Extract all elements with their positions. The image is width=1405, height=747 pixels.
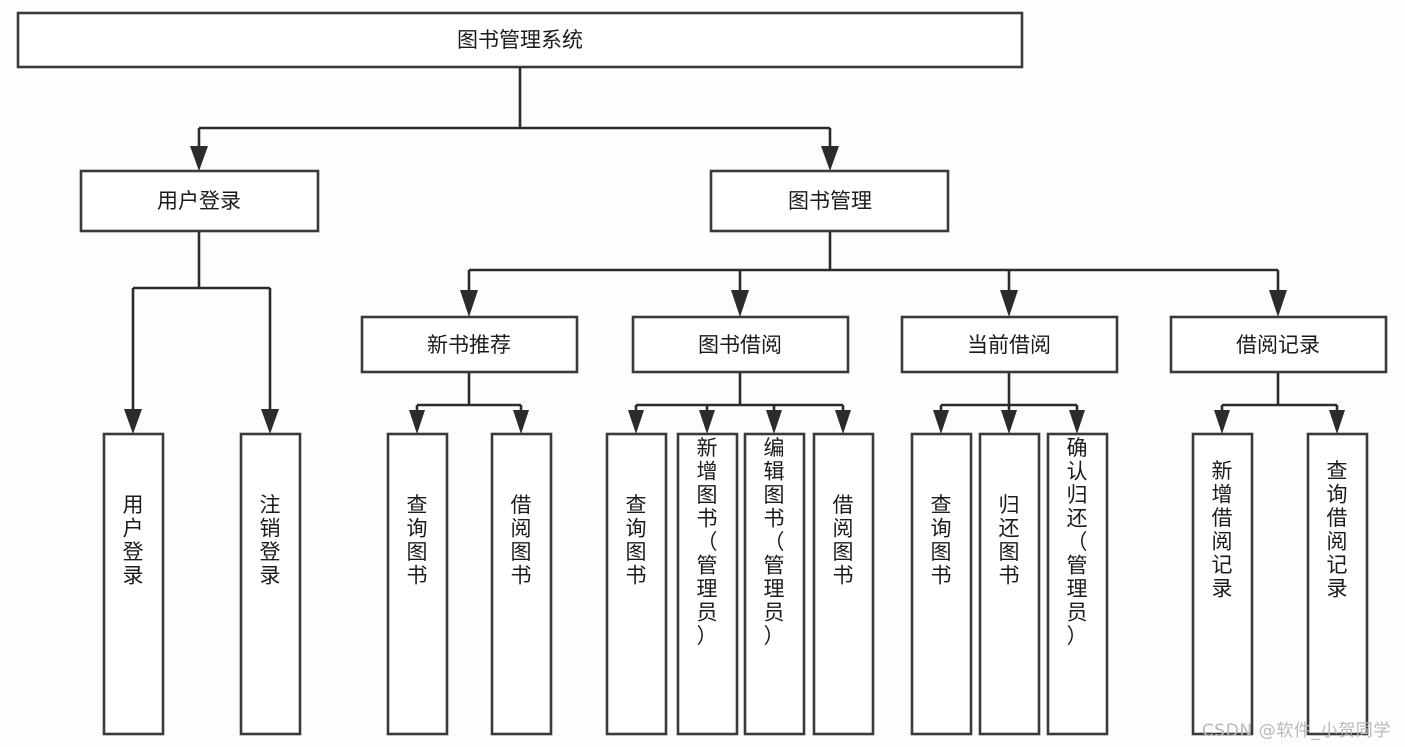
arrowhead-leaf-return-book (1001, 410, 1017, 434)
node-leaf-return-book-box[interactable] (978, 432, 1041, 736)
node-leaf-borrow-book-1[interactable]: 借阅图书 (490, 432, 553, 736)
node-leaf-query-book-3-label: 查询图书 (931, 493, 952, 588)
node-user-login-label: 用户登录 (157, 189, 241, 213)
node-leaf-query-book-3-box[interactable] (910, 432, 973, 736)
node-leaf-borrow-book-1-box[interactable] (490, 432, 553, 736)
node-user-login[interactable]: 用户登录 (79, 169, 320, 233)
node-leaf-user-login-label: 用户登录 (123, 493, 144, 588)
arrowhead-borrow-record (1269, 290, 1287, 317)
node-leaf-add-record[interactable]: 新增借阅记录 (1191, 432, 1254, 736)
arrowhead-leaf-query-book-2 (628, 410, 644, 434)
node-leaf-borrow-book-2-label: 借阅图书 (833, 493, 854, 588)
node-book-management[interactable]: 图书管理 (709, 169, 950, 233)
node-leaf-query-book-1-box[interactable] (386, 432, 449, 736)
node-leaf-edit-book-label: 编辑图书（管理员） (764, 436, 785, 648)
arrowhead-leaf-query-record (1329, 410, 1345, 434)
node-leaf-edit-book-box[interactable] (743, 432, 806, 736)
node-leaf-query-record[interactable]: 查询借阅记录 (1306, 432, 1369, 736)
node-leaf-add-record-label: 新增借阅记录 (1212, 459, 1233, 601)
node-borrow-record-label: 借阅记录 (1236, 333, 1320, 357)
arrowhead-user-login (190, 146, 208, 171)
node-leaf-borrow-book-1-label: 借阅图书 (511, 493, 532, 588)
node-leaf-borrow-book-2[interactable]: 借阅图书 (812, 432, 875, 736)
node-leaf-return-book-label: 归还图书 (999, 493, 1020, 588)
node-root[interactable]: 图书管理系统 (16, 11, 1024, 69)
node-leaf-add-book[interactable]: 新增图书（管理员） (676, 432, 739, 736)
node-borrow-record[interactable]: 借阅记录 (1169, 315, 1388, 374)
node-borrow-record-box[interactable] (1169, 315, 1388, 374)
node-leaf-user-logout[interactable]: 注销登录 (239, 432, 302, 736)
node-book-management-box[interactable] (709, 169, 950, 233)
node-leaf-add-book-label: 新增图书（管理员） (697, 436, 718, 648)
arrowhead-leaf-confirm-return (1069, 410, 1085, 434)
arrowhead-leaf-query-book-1 (409, 410, 425, 434)
arrowhead-book-borrow (731, 290, 749, 317)
arrowhead-layer (124, 146, 1345, 434)
node-leaf-confirm-return-box[interactable] (1046, 432, 1109, 736)
node-current-borrow-label: 当前借阅 (967, 333, 1051, 357)
node-leaf-add-record-box[interactable] (1191, 432, 1254, 736)
node-leaf-return-book[interactable]: 归还图书 (978, 432, 1041, 736)
node-leaf-query-book-1[interactable]: 查询图书 (386, 432, 449, 736)
arrowhead-leaf-add-book (699, 410, 715, 434)
node-leaf-user-logout-box[interactable] (239, 432, 302, 736)
arrowhead-leaf-borrow-book-2 (835, 410, 851, 434)
node-leaf-user-login-box[interactable] (102, 432, 165, 736)
node-user-login-box[interactable] (79, 169, 320, 233)
node-book-borrow-box[interactable] (631, 315, 850, 374)
node-current-borrow-box[interactable] (900, 315, 1119, 374)
node-layer: 图书管理系统 用户登录 图书管理 新书推荐 图书借阅 (16, 11, 1388, 736)
node-leaf-query-book-3[interactable]: 查询图书 (910, 432, 973, 736)
node-leaf-query-book-2[interactable]: 查询图书 (605, 432, 668, 736)
node-book-management-label: 图书管理 (788, 189, 872, 213)
arrowhead-leaf-add-record (1214, 410, 1230, 434)
node-leaf-query-book-1-label: 查询图书 (407, 493, 428, 588)
arrowhead-current-borrow (1000, 290, 1018, 317)
node-leaf-user-login[interactable]: 用户登录 (102, 432, 165, 736)
arrowhead-leaf-query-book-3 (933, 410, 949, 434)
node-leaf-borrow-book-2-box[interactable] (812, 432, 875, 736)
arrowhead-leaf-edit-book (766, 410, 782, 434)
node-leaf-query-book-2-box[interactable] (605, 432, 668, 736)
arrowhead-book-management (821, 146, 839, 171)
node-root-label: 图书管理系统 (457, 28, 583, 52)
node-leaf-query-book-2-label: 查询图书 (626, 493, 647, 588)
node-new-book-recommend-label: 新书推荐 (427, 333, 511, 357)
node-leaf-add-book-box[interactable] (676, 432, 739, 736)
node-leaf-user-logout-label: 注销登录 (260, 493, 281, 588)
arrowhead-leaf-borrow-book-1 (513, 410, 529, 434)
node-leaf-edit-book[interactable]: 编辑图书（管理员） (743, 432, 806, 736)
node-book-borrow[interactable]: 图书借阅 (631, 315, 850, 374)
arrowhead-leaf-user-login (124, 409, 142, 434)
node-leaf-confirm-return-label: 确认归还（管理员） (1067, 436, 1088, 648)
arrowhead-leaf-user-logout (261, 409, 279, 434)
arrowhead-new-book-recommend (460, 290, 478, 317)
node-leaf-query-record-label: 查询借阅记录 (1327, 459, 1348, 601)
node-root-box[interactable] (16, 11, 1024, 69)
node-new-book-recommend-box[interactable] (360, 315, 579, 374)
node-current-borrow[interactable]: 当前借阅 (900, 315, 1119, 374)
node-leaf-query-record-box[interactable] (1306, 432, 1369, 736)
node-new-book-recommend[interactable]: 新书推荐 (360, 315, 579, 374)
node-book-borrow-label: 图书借阅 (698, 333, 782, 357)
node-leaf-confirm-return[interactable]: 确认归还（管理员） (1046, 432, 1109, 736)
